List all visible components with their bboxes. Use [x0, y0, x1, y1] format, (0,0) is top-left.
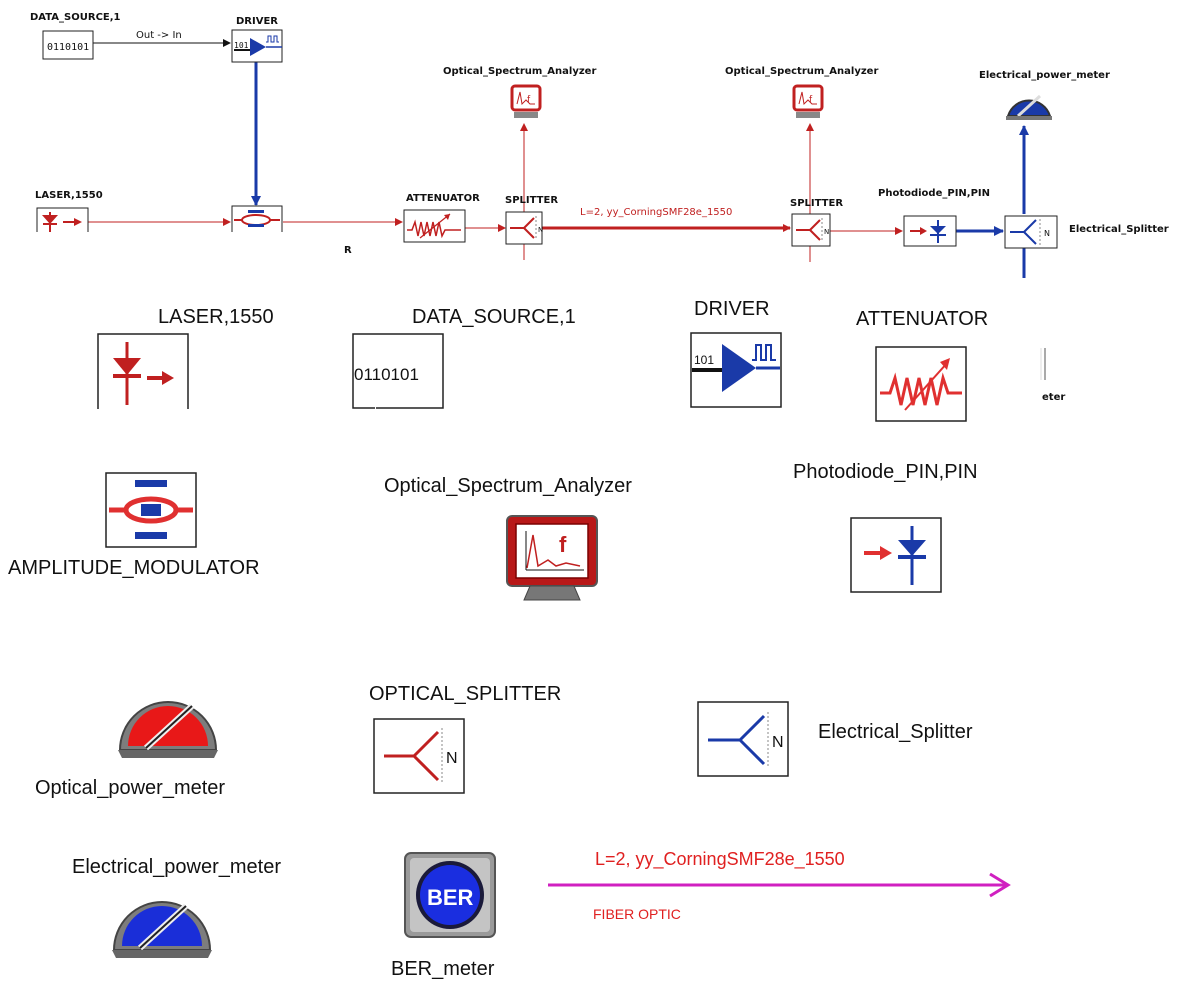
legend-fiber-optic-label: FIBER OPTIC [593, 906, 681, 922]
schematic-electrical-power-meter[interactable] [1006, 94, 1052, 120]
out-in-label: Out -> In [136, 30, 182, 41]
legend-optical-splitter-icon: N [373, 718, 465, 794]
legend-ber-icon-text: BER [427, 885, 474, 910]
n-mark: N [1044, 229, 1050, 238]
legend-osa-icon: f [506, 515, 598, 601]
schematic-osa-1[interactable]: f [510, 84, 542, 118]
legend-osa-f: f [559, 532, 567, 557]
schematic-attenuator[interactable] [403, 209, 466, 243]
svg-text:f: f [527, 95, 531, 105]
esplitter-label: Electrical_Splitter [1069, 224, 1169, 235]
legend-electrical-power-meter-icon [112, 901, 212, 958]
schematic-links [88, 39, 1029, 278]
legend-attenuator-icon [875, 346, 967, 422]
svg-text:f: f [809, 95, 813, 105]
legend-laser-label: LASER,1550 [158, 306, 274, 328]
data-source-label: DATA_SOURCE,1 [30, 12, 121, 23]
legend-n-mark: N [446, 750, 458, 767]
attenuator-label: ATTENUATOR [406, 193, 480, 204]
epm-label: Electrical_power_meter [979, 70, 1110, 81]
legend-data-source-icon: 0110101 [352, 333, 444, 409]
schematic-splitter-2[interactable]: N [791, 213, 831, 247]
legend-optical-splitter-label: OPTICAL_SPLITTER [369, 683, 561, 705]
r-label: R [344, 245, 352, 256]
schematic-laser[interactable] [36, 207, 89, 232]
legend-ber-meter-icon: BER [404, 852, 496, 938]
legend-osa-label: Optical_Spectrum_Analyzer [384, 475, 632, 497]
schematic-osa-2[interactable]: f [792, 84, 824, 118]
legend-modulator-label: AMPLITUDE_MODULATOR [8, 557, 260, 579]
osa1-label: Optical_Spectrum_Analyzer [443, 66, 596, 77]
legend-laser-icon [97, 333, 189, 409]
legend-electrical-splitter-label: Electrical_Splitter [818, 721, 973, 743]
schematic-photodiode[interactable] [903, 215, 957, 247]
legend-data-source-bits: 0110101 [354, 365, 419, 384]
legend-clipped-label: eter [1042, 392, 1065, 403]
legend-n-mark: N [772, 734, 784, 751]
legend-electrical-splitter-icon: N [697, 701, 789, 777]
splitter2-label: SPLITTER [790, 198, 843, 209]
legend-electrical-power-meter-label: Electrical_power_meter [72, 856, 281, 878]
n-mark: N [824, 228, 829, 236]
driver-label: DRIVER [236, 16, 278, 27]
legend-photodiode-icon [850, 517, 942, 593]
data-source-bits: 0110101 [47, 42, 89, 53]
legend-fiber-arrow [548, 872, 1011, 898]
schematic-splitter-1[interactable]: N [505, 211, 543, 245]
schematic-data-source[interactable]: 0110101 [42, 30, 94, 60]
splitter1-label: SPLITTER [505, 195, 558, 206]
schematic-modulator[interactable] [231, 205, 283, 232]
laser-label: LASER,1550 [35, 190, 103, 201]
legend-driver-code: 101 [694, 353, 714, 367]
legend-fiber-label: L=2, yy_CorningSMF28e_1550 [595, 849, 845, 870]
osa2-label: Optical_Spectrum_Analyzer [725, 66, 878, 77]
legend-modulator-icon [105, 472, 197, 548]
n-mark: N [538, 226, 543, 234]
legend-ber-meter-label: BER_meter [391, 958, 495, 980]
legend-optical-power-meter-label: Optical_power_meter [35, 777, 225, 799]
legend-data-source-label: DATA_SOURCE,1 [412, 306, 576, 328]
legend-optical-power-meter-icon [118, 701, 218, 758]
pin-label: Photodiode_PIN,PIN [878, 188, 990, 199]
schematic-driver[interactable]: 101 [231, 29, 283, 63]
legend-clipped-icon [1040, 348, 1046, 380]
schematic-electrical-splitter[interactable]: N [1004, 215, 1058, 249]
legend-driver-label: DRIVER [694, 298, 770, 320]
driver-code: 101 [234, 41, 249, 50]
legend-photodiode-label: Photodiode_PIN,PIN [793, 461, 978, 483]
legend-attenuator-label: ATTENUATOR [856, 308, 988, 330]
fiber-label: L=2, yy_CorningSMF28e_1550 [580, 207, 732, 218]
legend-driver-icon: 101 [690, 332, 782, 408]
